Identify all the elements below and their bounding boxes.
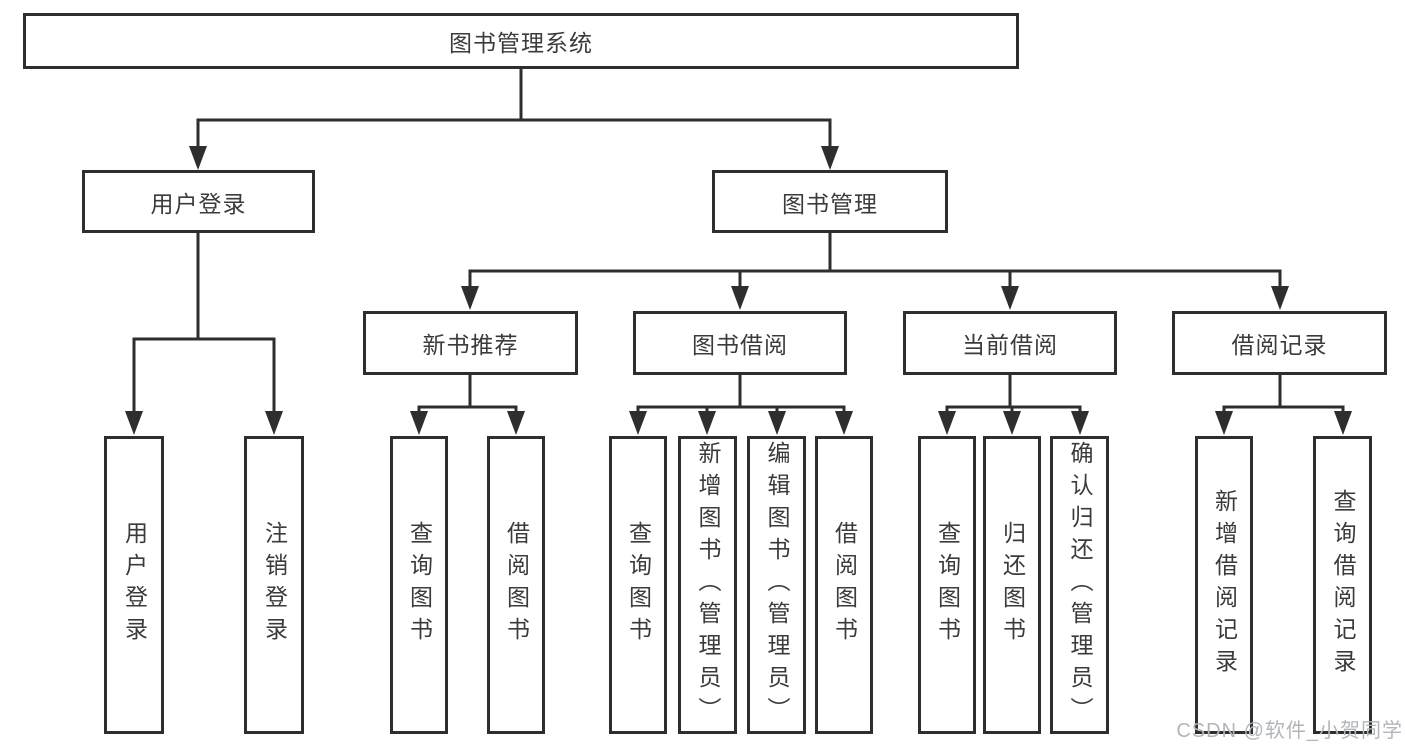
leaf-current-query-books: 查询图书: [918, 436, 976, 734]
node-book-borrow-label: 图书借阅: [692, 332, 788, 358]
leaf-query-borrow-record-label: 查询借阅记录: [1330, 489, 1356, 681]
node-current-borrow-label: 当前借阅: [962, 332, 1058, 358]
leaf-logout: 注销登录: [244, 436, 304, 734]
node-book-mgmt-label: 图书管理: [782, 190, 878, 217]
leaf-borrow-query-books: 查询图书: [609, 436, 667, 734]
leaf-add-borrow-record: 新增借阅记录: [1195, 436, 1253, 734]
leaf-query-borrow-record: 查询借阅记录: [1313, 436, 1372, 734]
leaf-edit-books-admin-label: 编辑图书（管理员）: [764, 441, 790, 729]
leaf-rec-borrow-books: 借阅图书: [487, 436, 545, 734]
leaf-user-login: 用户登录: [104, 436, 164, 734]
node-book-mgmt: 图书管理: [712, 170, 948, 233]
connector-user-login: [132, 233, 276, 414]
node-user-login: 用户登录: [82, 170, 315, 233]
node-root-title: 图书管理系统: [23, 13, 1019, 69]
leaf-add-books-admin: 新增图书（管理员）: [678, 436, 737, 734]
node-borrow-records-label: 借阅记录: [1231, 332, 1328, 358]
leaf-borrow-books: 借阅图书: [815, 436, 873, 734]
leaf-borrow-books-label: 借阅图书: [831, 521, 858, 649]
arrowheads: [125, 146, 1352, 435]
leaf-add-borrow-record-label: 新增借阅记录: [1211, 489, 1238, 681]
leaf-current-query-books-label: 查询图书: [934, 521, 961, 649]
csdn-watermark: CSDN @软件_小贺同学: [1176, 720, 1403, 742]
connector-borrow-records: [1222, 375, 1345, 414]
connector-new-book-rec: [417, 375, 518, 414]
node-new-book-rec-label: 新书推荐: [422, 332, 519, 358]
node-new-book-rec: 新书推荐: [363, 311, 578, 375]
node-book-borrow: 图书借阅: [633, 311, 847, 375]
node-root-label: 图书管理系统: [449, 30, 593, 56]
connector-current-borrow: [945, 375, 1082, 414]
leaf-confirm-return-admin: 确认归还（管理员）: [1050, 436, 1109, 734]
node-user-login-label: 用户登录: [150, 190, 247, 217]
leaf-rec-query-books-label: 查询图书: [406, 521, 433, 649]
leaf-confirm-return-admin-label: 确认归还（管理员）: [1067, 441, 1093, 729]
leaf-edit-books-admin: 编辑图书（管理员）: [747, 436, 806, 734]
connector-book-mgmt: [468, 233, 1282, 290]
leaf-add-books-admin-label: 新增图书（管理员）: [695, 441, 721, 729]
node-borrow-records: 借阅记录: [1172, 311, 1387, 375]
leaf-return-books: 归还图书: [983, 436, 1041, 734]
leaf-rec-query-books: 查询图书: [390, 436, 448, 734]
leaf-rec-borrow-books-label: 借阅图书: [503, 521, 530, 649]
leaf-logout-label: 注销登录: [261, 521, 288, 649]
leaf-return-books-label: 归还图书: [999, 521, 1026, 649]
connector-root: [196, 68, 832, 150]
leaf-borrow-query-books-label: 查询图书: [625, 521, 652, 649]
connector-book-borrow: [636, 375, 846, 414]
node-current-borrow: 当前借阅: [903, 311, 1117, 375]
leaf-user-login-label: 用户登录: [121, 521, 148, 649]
